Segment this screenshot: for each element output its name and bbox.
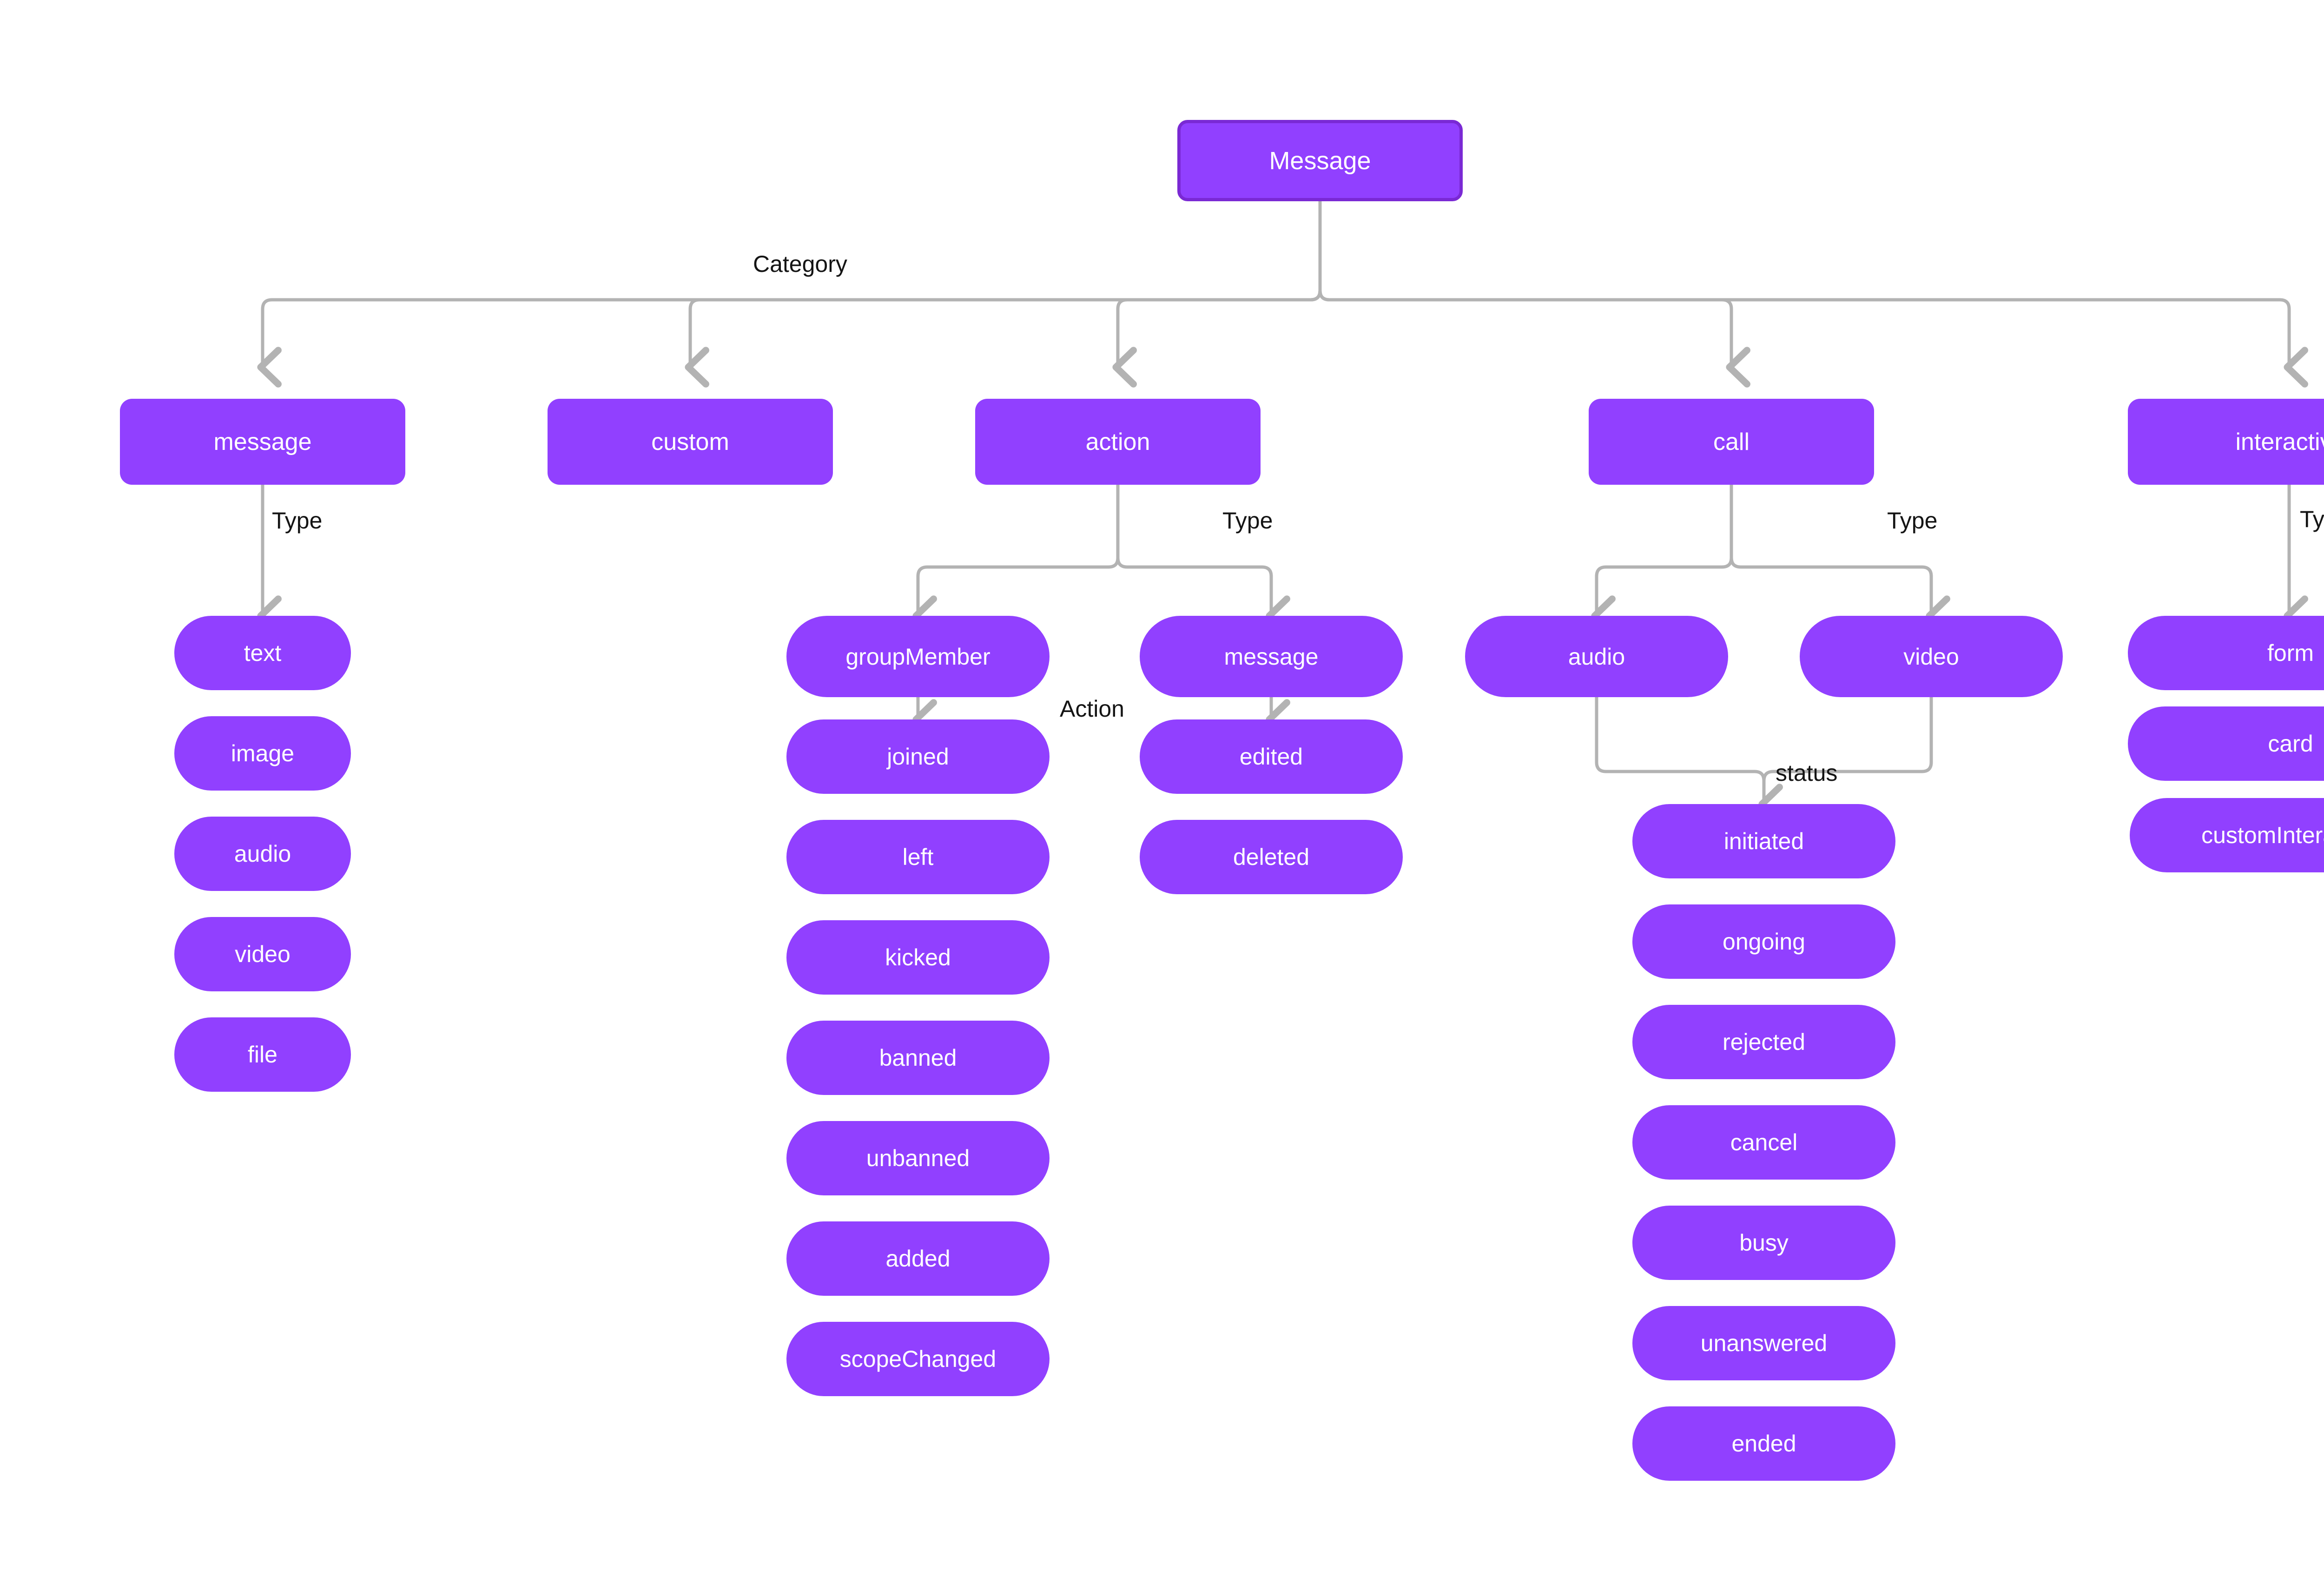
node-interactive-type-form[interactable]: form <box>2128 616 2324 690</box>
node-label: message <box>213 428 312 455</box>
node-label: file <box>248 1042 277 1068</box>
node-groupmember-action-scopechanged[interactable]: scopeChanged <box>786 1322 1050 1396</box>
edge-video-to-status <box>1762 695 1933 806</box>
node-groupmember-action-added[interactable]: added <box>786 1221 1050 1296</box>
edge-root-to-interactive <box>1318 199 2308 388</box>
node-label: joined <box>887 744 949 770</box>
node-label: ongoing <box>1723 929 1805 955</box>
node-message-type-text[interactable]: text <box>174 616 351 690</box>
node-call-status-ended[interactable]: ended <box>1632 1406 1895 1481</box>
node-label: unanswered <box>1700 1330 1828 1356</box>
edge-action-to-groupmember <box>912 483 1120 636</box>
edge-label-type-message: Type <box>272 508 323 534</box>
node-call-type-audio[interactable]: audio <box>1465 616 1728 697</box>
node-label: audio <box>234 841 291 867</box>
node-label: message <box>1224 643 1319 670</box>
node-call-type-video[interactable]: video <box>1800 616 2063 697</box>
node-message-action-edited[interactable]: edited <box>1140 719 1403 794</box>
node-label: interactive <box>2235 428 2324 455</box>
edge-label-type-interactive: Type <box>2300 506 2324 532</box>
node-label: busy <box>1739 1230 1789 1256</box>
node-groupmember-action-left[interactable]: left <box>786 820 1050 894</box>
node-message-type-file[interactable]: file <box>174 1017 351 1092</box>
node-message-type-audio[interactable]: audio <box>174 817 351 891</box>
node-label: added <box>885 1246 951 1272</box>
edge-label-category: Category <box>753 251 847 277</box>
node-message-action-deleted[interactable]: deleted <box>1140 820 1403 894</box>
edge-root-to-call <box>1318 199 1750 388</box>
node-action-type-groupmember[interactable]: groupMember <box>786 616 1050 697</box>
node-label: initiated <box>1723 828 1804 854</box>
node-label: video <box>1903 643 1959 670</box>
node-label: audio <box>1568 643 1625 670</box>
node-call-status-unanswered[interactable]: unanswered <box>1632 1306 1895 1380</box>
node-label: form <box>2267 640 2314 666</box>
edge-label-type-call: Type <box>1887 508 1938 534</box>
node-category-custom[interactable]: custom <box>548 399 833 485</box>
edge-call-to-video <box>1730 483 1950 636</box>
node-call-status-rejected[interactable]: rejected <box>1632 1005 1895 1079</box>
node-label: ended <box>1731 1431 1796 1457</box>
node-label: groupMember <box>845 643 990 670</box>
node-message-type-video[interactable]: video <box>174 917 351 991</box>
node-label: call <box>1713 428 1750 455</box>
edge-label-status: status <box>1776 760 1838 786</box>
node-label: unbanned <box>866 1145 970 1171</box>
node-category-action[interactable]: action <box>975 399 1261 485</box>
node-label: banned <box>879 1045 957 1071</box>
node-label: custom <box>651 428 729 455</box>
node-label: scopeChanged <box>839 1346 997 1372</box>
node-label: rejected <box>1723 1029 1805 1055</box>
node-call-status-ongoing[interactable]: ongoing <box>1632 904 1895 979</box>
edge-root-to-custom <box>685 199 1322 388</box>
node-label: cancel <box>1730 1129 1798 1155</box>
node-interactive-type-card[interactable]: card <box>2128 706 2324 781</box>
node-category-message[interactable]: message <box>120 399 405 485</box>
node-call-status-busy[interactable]: busy <box>1632 1206 1895 1280</box>
node-category-interactive[interactable]: interactive <box>2128 399 2324 485</box>
node-message-type-image[interactable]: image <box>174 716 351 791</box>
node-category-call[interactable]: call <box>1589 399 1874 485</box>
node-call-status-initiated[interactable]: initiated <box>1632 804 1895 878</box>
node-label: text <box>244 640 282 666</box>
node-label: action <box>1085 428 1150 455</box>
node-label: Message <box>1269 146 1371 175</box>
edge-action-to-message <box>1116 483 1290 636</box>
edge-call-to-audio <box>1591 483 1733 636</box>
node-label: video <box>235 941 290 967</box>
node-label: card <box>2268 731 2313 757</box>
node-root-message[interactable]: Message <box>1177 120 1463 201</box>
node-groupmember-action-joined[interactable]: joined <box>786 719 1050 794</box>
node-call-status-cancel[interactable]: cancel <box>1632 1105 1895 1180</box>
node-label: kicked <box>885 944 951 970</box>
node-label: left <box>902 844 934 870</box>
edge-root-to-action <box>1112 199 1322 388</box>
node-label: customInteractive <box>2201 822 2324 848</box>
node-label: edited <box>1239 744 1303 770</box>
node-action-type-message[interactable]: message <box>1140 616 1403 697</box>
node-label: deleted <box>1233 844 1310 870</box>
node-groupmember-action-unbanned[interactable]: unbanned <box>786 1121 1050 1195</box>
edge-label-action: Action <box>1060 696 1124 722</box>
node-groupmember-action-banned[interactable]: banned <box>786 1021 1050 1095</box>
node-interactive-type-custominteractive[interactable]: customInteractive <box>2130 798 2324 872</box>
node-groupmember-action-kicked[interactable]: kicked <box>786 920 1050 995</box>
edge-root-to-message <box>257 199 1322 388</box>
edge-audio-to-status <box>1595 695 1783 824</box>
edge-label-type-action: Type <box>1222 508 1273 534</box>
node-label: image <box>231 740 295 766</box>
